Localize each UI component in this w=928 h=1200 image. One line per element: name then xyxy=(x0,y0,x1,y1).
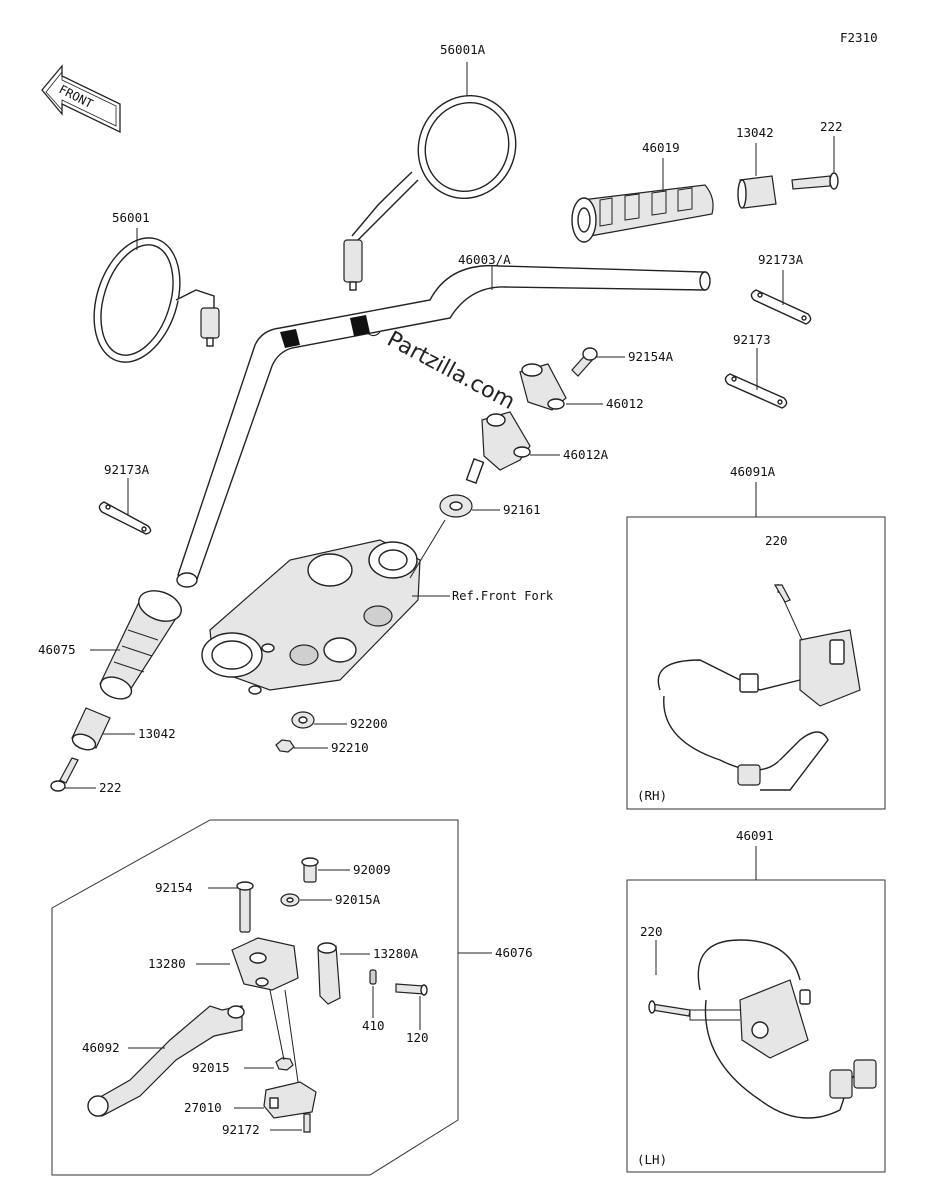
holder-upper xyxy=(519,363,567,411)
bracket-13280a xyxy=(317,942,341,1005)
bolt-92009 xyxy=(301,857,319,883)
nut-92210 xyxy=(275,739,295,753)
switch-27010 xyxy=(263,1081,317,1119)
screw-right xyxy=(791,172,839,190)
ref-front-fork: Ref.Front Fork xyxy=(452,589,554,603)
figure-code: F2310 xyxy=(840,30,878,45)
label-46003A: 46003/A xyxy=(458,252,511,267)
switch-lh xyxy=(697,939,877,1119)
bar-end-weight-right xyxy=(737,175,777,209)
bar-end-weight-left xyxy=(71,707,111,751)
nut-92015 xyxy=(275,1057,294,1071)
label-220-lh: 220 xyxy=(640,924,663,939)
bolt-92154a xyxy=(571,347,598,377)
handlebar xyxy=(176,264,711,588)
spring-410 xyxy=(369,969,377,985)
upper-triple-clamp xyxy=(201,539,421,695)
label-46012: 46012 xyxy=(606,396,644,411)
bolt-92154 xyxy=(236,881,254,933)
switch-rh xyxy=(657,629,861,791)
grip-left xyxy=(99,590,182,700)
plate-92173a-left xyxy=(98,501,152,535)
bracket-13280 xyxy=(231,937,299,991)
holder-lower xyxy=(465,411,531,484)
label-92173A-l: 92173A xyxy=(104,462,150,477)
label-46091: 46091 xyxy=(736,828,774,843)
washer-92161 xyxy=(439,494,473,518)
label-46091A: 46091A xyxy=(730,464,776,479)
collar-92015a xyxy=(280,893,300,907)
label-92200: 92200 xyxy=(350,716,388,731)
label-46012A: 46012A xyxy=(563,447,609,462)
mirror-right xyxy=(343,94,517,291)
label-92210: 92210 xyxy=(331,740,369,755)
label-13280A: 13280A xyxy=(373,946,419,961)
label-92172: 92172 xyxy=(222,1122,260,1137)
label-120: 120 xyxy=(406,1030,429,1045)
label-220-rh: 220 xyxy=(765,533,788,548)
label-92015: 92015 xyxy=(192,1060,230,1075)
label-13042-r: 13042 xyxy=(736,125,774,140)
label-92015A: 92015A xyxy=(335,892,381,907)
label-92173: 92173 xyxy=(733,332,771,347)
label-46076: 46076 xyxy=(495,945,533,960)
label-46019: 46019 xyxy=(642,140,680,155)
label-13280: 13280 xyxy=(148,956,186,971)
screw-92172 xyxy=(303,1113,311,1133)
label-46075: 46075 xyxy=(38,642,76,657)
plate-92173 xyxy=(724,373,788,409)
label-92173A-r: 92173A xyxy=(758,252,804,267)
screw-left xyxy=(50,757,79,792)
label-46092: 46092 xyxy=(82,1040,120,1055)
lever-assembly-box xyxy=(51,819,459,1176)
mirror-left xyxy=(93,237,220,363)
front-arrow-icon: FRONT xyxy=(41,64,121,134)
label-92154: 92154 xyxy=(155,880,193,895)
label-92009: 92009 xyxy=(353,862,391,877)
label-222-r: 222 xyxy=(820,119,843,134)
washer-92200 xyxy=(291,711,315,729)
rh-tag: (RH) xyxy=(637,788,667,803)
grip-right xyxy=(571,184,714,243)
screw-220-lh xyxy=(648,1000,691,1017)
label-56001: 56001 xyxy=(112,210,150,225)
label-13042-l: 13042 xyxy=(138,726,176,741)
label-92154A: 92154A xyxy=(628,349,674,364)
label-27010: 27010 xyxy=(184,1100,222,1115)
lh-tag: (LH) xyxy=(637,1152,667,1167)
label-410: 410 xyxy=(362,1018,385,1033)
lever-46092 xyxy=(87,1005,245,1117)
plate-92173a-right xyxy=(750,289,812,325)
pin-120 xyxy=(395,983,428,996)
label-56001A: 56001A xyxy=(440,42,486,57)
label-92161: 92161 xyxy=(503,502,541,517)
screw-220-rh xyxy=(773,584,791,603)
label-222-l: 222 xyxy=(99,780,122,795)
